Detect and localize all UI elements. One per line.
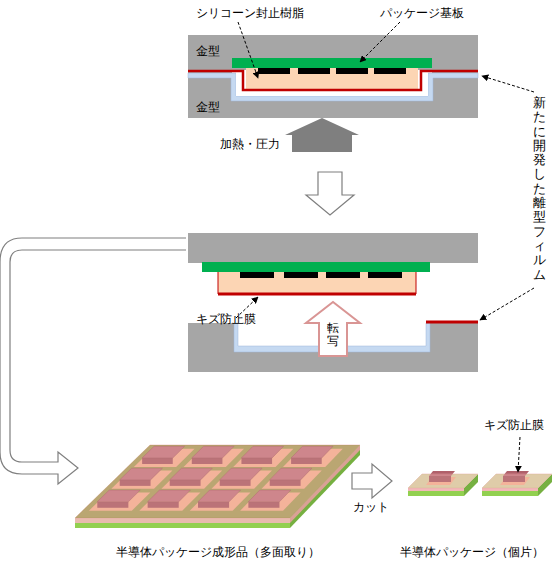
pressure-arrow xyxy=(285,118,359,152)
package-piece xyxy=(482,471,552,496)
film-label: キズ防止膜 xyxy=(484,418,544,432)
film-label: 新たに開発した離型フィルム xyxy=(533,96,546,282)
transfer-arrow xyxy=(306,302,360,356)
mold-open xyxy=(188,233,478,372)
caption-label: 半導体パッケージ成形品（多面取り） xyxy=(116,545,320,559)
mold-label: 金型 xyxy=(196,44,220,58)
caption-label: 半導体パッケージ（個片） xyxy=(400,545,544,559)
leader-lines xyxy=(236,22,534,472)
singulated-packages xyxy=(408,471,552,496)
film-label: キズ防止膜 xyxy=(196,312,256,326)
label: パッケージ基板 xyxy=(380,6,464,20)
process-label: 加熱・圧力 xyxy=(220,137,280,151)
mold-closed xyxy=(188,35,478,118)
cut-arrow xyxy=(352,464,392,498)
label: シリコーン封止樹脂 xyxy=(196,6,304,20)
package-piece xyxy=(408,471,478,496)
process-arrow xyxy=(306,172,354,215)
mold-label: 金型 xyxy=(196,100,220,114)
transfer-label: 転写 xyxy=(327,322,339,348)
molded-panel xyxy=(75,445,360,528)
process-label: カット xyxy=(353,500,389,514)
